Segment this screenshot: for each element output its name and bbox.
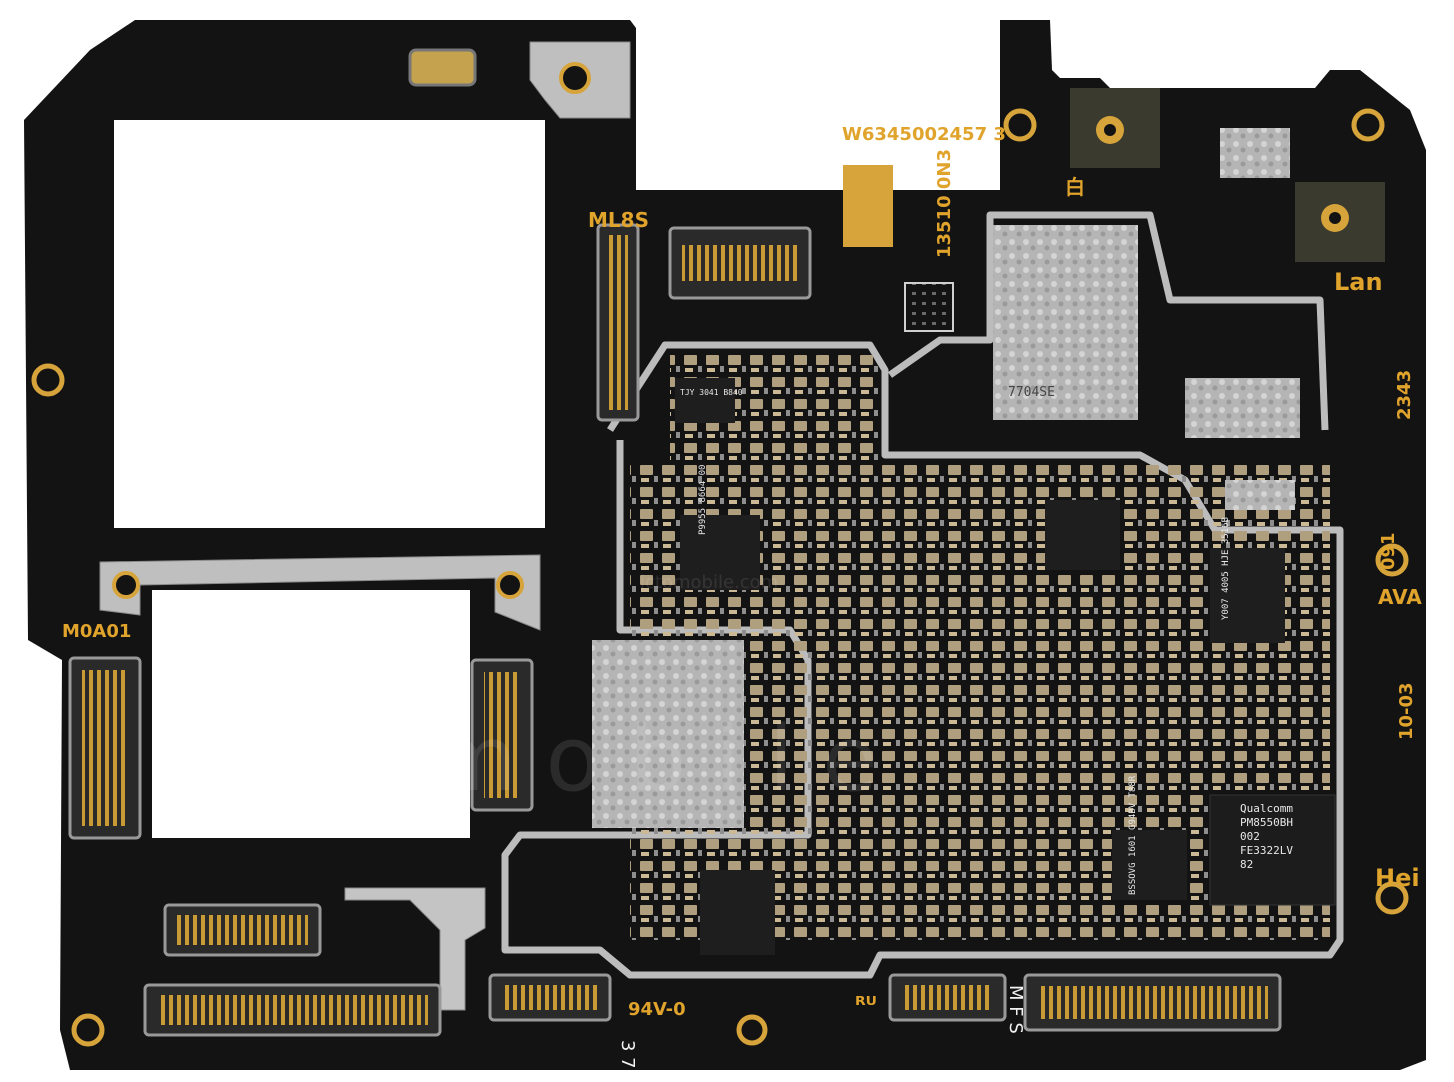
chip-y-marking: Y007 4005 HJE 3516B [1221,517,1231,620]
silk-37: 3 7 [617,1040,638,1069]
bracket-mid [99,554,541,631]
silk-bai: 白 [1065,175,1085,199]
mounting-holes [31,108,1409,1047]
rf-chip-marking: 7704SE [1008,385,1055,400]
silk-091: 091 [1378,532,1399,570]
silk-94v0: 94V-0 [628,999,686,1020]
pmic-chip [1209,794,1336,906]
silk-ava: AVA [1378,585,1422,609]
silk-ml8s: ML8S [588,208,649,232]
silk-1003: 10-03 [1396,682,1417,740]
qr-code [904,282,954,332]
chip-a-marking: BSSOVG 1601 G94BV T88R [1128,775,1138,895]
emi-shield-large [592,640,744,828]
chip-small-marking: TJY 3041 B840 [680,388,743,397]
ic-center [1045,500,1120,570]
antenna-connectors [1070,88,1385,262]
small-shield-top [1220,128,1290,178]
silk-2343: 2343 [1394,370,1415,420]
ic-lower [700,870,775,955]
rf-module-7704se [993,225,1138,420]
ic-tjy [675,378,735,423]
watermark-site: ictomobile.com [640,572,778,593]
gold-pad [843,165,893,247]
bracket-bottom [344,887,486,1011]
silk-mfs: M F S [1005,985,1026,1034]
connectors [68,223,1282,1037]
silk-lan: Lan [1334,268,1383,296]
silk-hei: Hei [1375,864,1420,892]
small-shield-right-2 [1225,480,1295,510]
ic-bssovg [1112,830,1187,900]
silk-ur: ᴿᵁ [855,993,877,1018]
silk-m0a01: M0A01 [62,621,131,642]
chip-p-marking: P9955 8664 00 [698,465,708,535]
small-shield-right [1185,378,1300,438]
ic-p9955 [680,515,760,590]
silk-serial: W6345002457 3 [842,124,1006,145]
ic-y007 [1210,548,1285,643]
silk-board-code: 13510 0N3 [934,149,955,258]
crystal [408,48,477,87]
watermark-letters: i c t o m o b i l e [150,707,878,812]
pmic-marking: Qualcomm PM8550BH 002 FE3322LV 82 [1240,802,1300,871]
